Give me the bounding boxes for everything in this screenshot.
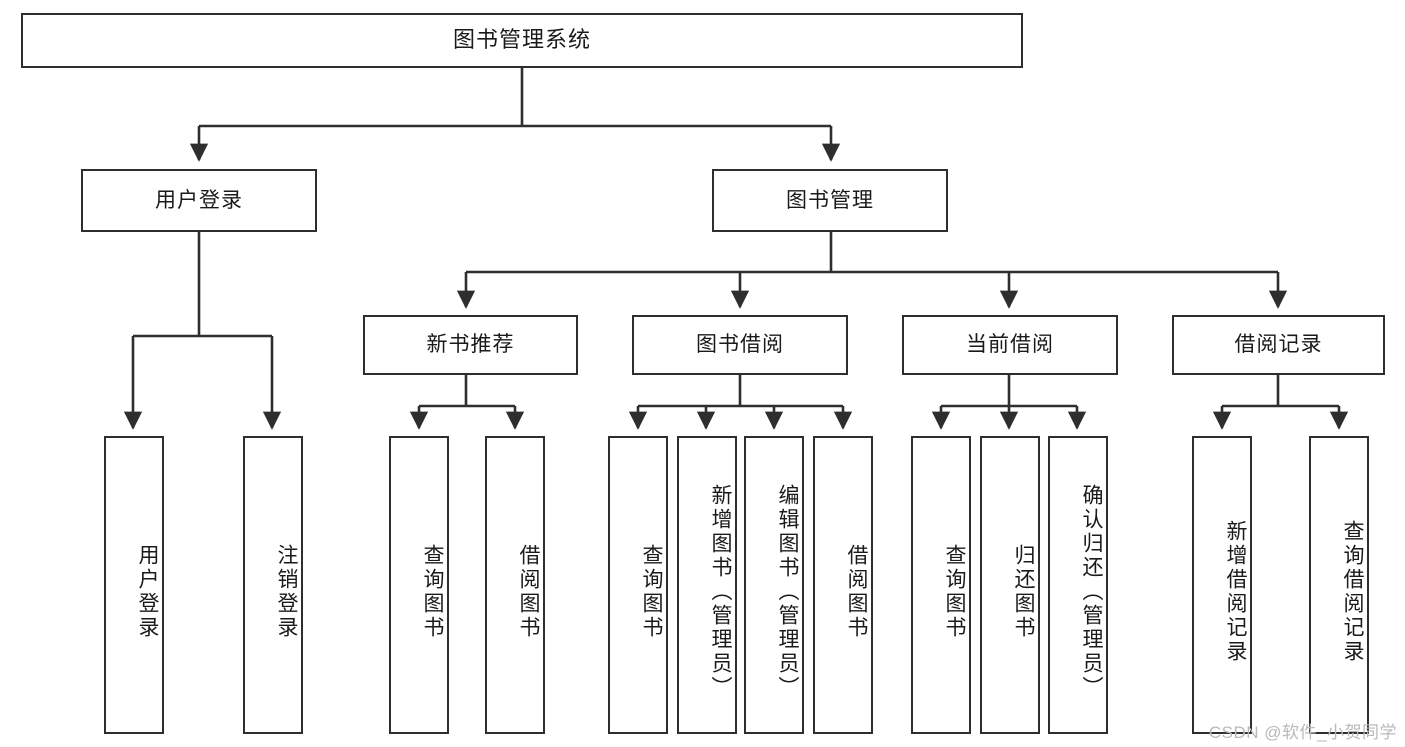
node-book-borrow[interactable]: 图书借阅 xyxy=(632,315,848,375)
leaf-current-borrow-confirm-return[interactable]: 确认归还（管理员） xyxy=(1048,436,1108,734)
node-label: 确认归还（管理员） xyxy=(1080,484,1103,700)
node-label: 当前借阅 xyxy=(966,333,1054,357)
node-label: 新增图书（管理员） xyxy=(709,484,732,700)
node-label: 查询图书 xyxy=(640,544,663,640)
node-label: 注销登录 xyxy=(275,544,298,640)
node-label: 编辑图书（管理员） xyxy=(776,484,799,700)
node-label: 查询图书 xyxy=(421,544,444,640)
node-root-system[interactable]: 图书管理系统 xyxy=(21,13,1023,68)
node-current-borrow[interactable]: 当前借阅 xyxy=(902,315,1118,375)
node-label: 借阅图书 xyxy=(517,544,540,640)
node-new-book-recommend[interactable]: 新书推荐 xyxy=(363,315,578,375)
leaf-book-borrow-add[interactable]: 新增图书（管理员） xyxy=(677,436,737,734)
node-label: 用户登录 xyxy=(136,544,159,640)
node-label: 用户登录 xyxy=(155,188,243,212)
node-label: 新增借阅记录 xyxy=(1224,520,1247,664)
leaf-book-borrow-borrow[interactable]: 借阅图书 xyxy=(813,436,873,734)
node-borrow-record[interactable]: 借阅记录 xyxy=(1172,315,1385,375)
leaf-new-book-query[interactable]: 查询图书 xyxy=(389,436,449,734)
leaf-current-borrow-query[interactable]: 查询图书 xyxy=(911,436,971,734)
node-label: 查询借阅记录 xyxy=(1341,520,1364,664)
node-label: 查询图书 xyxy=(943,544,966,640)
watermark-text: CSDN @软件_小贺同学 xyxy=(1208,723,1397,742)
node-label: 图书管理 xyxy=(786,188,874,212)
leaf-borrow-record-add[interactable]: 新增借阅记录 xyxy=(1192,436,1252,734)
node-label: 借阅记录 xyxy=(1234,333,1323,357)
node-label: 借阅图书 xyxy=(845,544,868,640)
node-label: 图书借阅 xyxy=(696,333,784,357)
leaf-user-login-login[interactable]: 用户登录 xyxy=(104,436,164,734)
leaf-current-borrow-return[interactable]: 归还图书 xyxy=(980,436,1040,734)
node-book-management[interactable]: 图书管理 xyxy=(712,169,948,232)
leaf-book-borrow-query[interactable]: 查询图书 xyxy=(608,436,668,734)
node-label: 图书管理系统 xyxy=(452,27,591,53)
node-label: 归还图书 xyxy=(1012,544,1035,640)
leaf-book-borrow-edit[interactable]: 编辑图书（管理员） xyxy=(744,436,804,734)
leaf-user-login-logout[interactable]: 注销登录 xyxy=(243,436,303,734)
node-label: 新书推荐 xyxy=(426,333,515,357)
node-user-login[interactable]: 用户登录 xyxy=(81,169,317,232)
leaf-borrow-record-query[interactable]: 查询借阅记录 xyxy=(1309,436,1369,734)
leaf-new-book-borrow[interactable]: 借阅图书 xyxy=(485,436,545,734)
